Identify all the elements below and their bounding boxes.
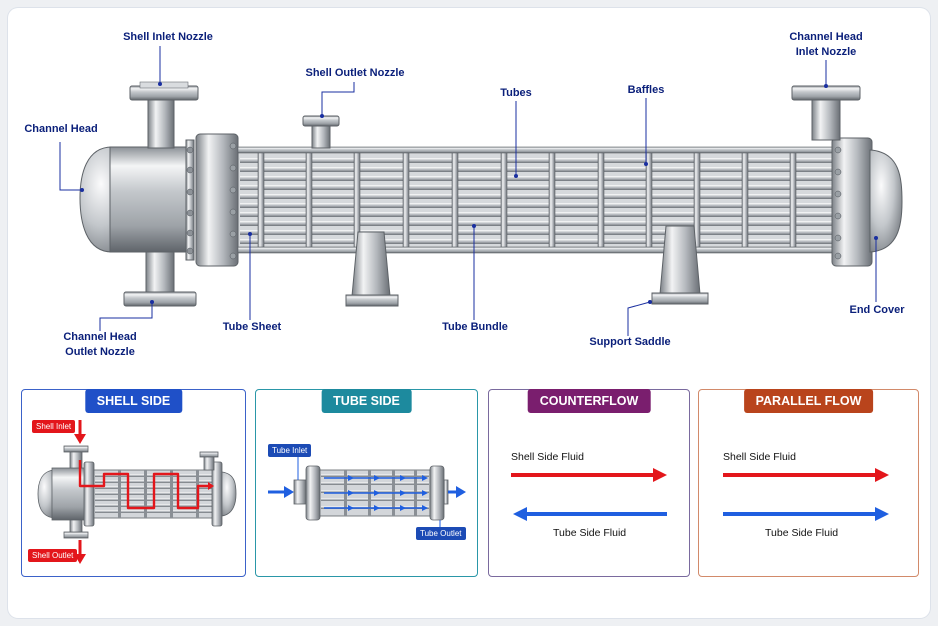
label-channel-head: Channel Head bbox=[24, 123, 98, 135]
label-channel-head-outlet-nozzle: Channel Head Outlet Nozzle bbox=[52, 330, 148, 360]
shell-side-illustration bbox=[37, 420, 237, 564]
label-baffles: Baffles bbox=[627, 84, 665, 96]
shell-outlet-nozzle-graphic bbox=[302, 115, 340, 149]
leader-lines bbox=[59, 46, 877, 336]
parallel-tube-fluid-label: Tube Side Fluid bbox=[765, 527, 839, 539]
counterflow-shell-arrowhead bbox=[653, 468, 667, 482]
tag-tube-outlet: Tube Outlet bbox=[416, 527, 466, 540]
label-channel-head-inlet-line2: Inlet Nozzle bbox=[795, 46, 857, 58]
channel-head-outlet-nozzle-graphic bbox=[123, 251, 197, 307]
label-channel-head-outlet-line2: Outlet Nozzle bbox=[65, 346, 135, 358]
shell-body bbox=[237, 146, 841, 254]
parallel-tube-arrowhead bbox=[875, 507, 889, 521]
end-cover-right bbox=[831, 137, 903, 267]
support-saddle-right bbox=[651, 225, 709, 305]
tag-shell-outlet: Shell Outlet bbox=[28, 549, 78, 562]
tag-tube-inlet: Tube Inlet bbox=[268, 444, 312, 457]
label-shell-outlet-nozzle: Shell Outlet Nozzle bbox=[305, 67, 405, 79]
baffles-graphic bbox=[257, 151, 797, 249]
label-channel-head-inlet-nozzle: Channel Head Inlet Nozzle bbox=[776, 30, 876, 60]
label-channel-head-inlet-line1: Channel Head bbox=[789, 31, 863, 43]
label-tube-bundle: Tube Bundle bbox=[442, 321, 508, 333]
label-support-saddle: Support Saddle bbox=[589, 336, 671, 348]
panel-parallel-flow: PARALLEL FLOW Shell Side Fluid Tube Side… bbox=[698, 389, 919, 577]
counterflow-tube-arrowhead bbox=[513, 507, 527, 521]
label-tubes: Tubes bbox=[500, 87, 532, 99]
panel-counterflow: COUNTERFLOW Shell Side Fluid Tube Side F… bbox=[488, 389, 690, 577]
parallel-shell-fluid-label: Shell Side Fluid bbox=[723, 451, 796, 463]
tube-side-illustration bbox=[268, 456, 466, 528]
parallel-shell-arrowhead bbox=[875, 468, 889, 482]
counterflow-arrows bbox=[511, 468, 667, 521]
panel-tube-side: TUBE SIDE Tube bbox=[255, 389, 478, 577]
label-tube-sheet: Tube Sheet bbox=[222, 321, 282, 333]
channel-head-inlet-nozzle-graphic bbox=[791, 85, 861, 141]
panel-title-parallel-flow: PARALLEL FLOW bbox=[743, 389, 874, 413]
channel-head-left bbox=[79, 139, 195, 261]
leader-dots bbox=[80, 82, 878, 304]
label-channel-head-outlet-line1: Channel Head bbox=[63, 331, 137, 343]
label-shell-inlet-nozzle: Shell Inlet Nozzle bbox=[123, 31, 213, 43]
panel-title-counterflow: COUNTERFLOW bbox=[527, 389, 651, 413]
shell-inlet-nozzle-graphic bbox=[129, 81, 199, 149]
tube-sheet-flange-left bbox=[195, 133, 239, 267]
label-end-cover: End Cover bbox=[849, 304, 905, 316]
panel-shell-side: SHELL SIDE Shell Inlet Shell Outlet bbox=[21, 389, 246, 577]
parallel-flow-arrows bbox=[723, 468, 889, 521]
support-saddle-left bbox=[345, 231, 399, 307]
tube-bundle-graphic bbox=[240, 158, 838, 244]
panel-title-shell-side: SHELL SIDE bbox=[84, 389, 183, 413]
tag-shell-inlet: Shell Inlet bbox=[32, 420, 76, 433]
panel-title-tube-side: TUBE SIDE bbox=[321, 389, 412, 413]
counterflow-shell-fluid-label: Shell Side Fluid bbox=[511, 451, 584, 463]
heat-exchanger-illustration bbox=[59, 46, 903, 336]
counterflow-tube-fluid-label: Tube Side Fluid bbox=[553, 527, 627, 539]
